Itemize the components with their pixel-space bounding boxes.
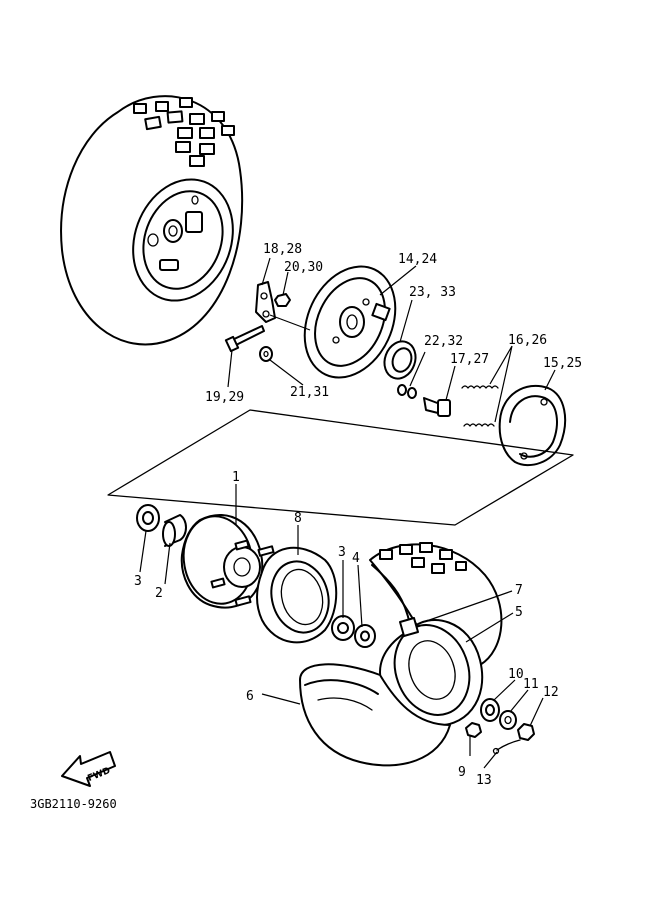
o-rings-and-camshaft	[397, 384, 451, 417]
seal-4	[354, 624, 376, 648]
callout-23-33: 23, 33	[409, 285, 456, 300]
callout-1: 1	[232, 470, 240, 485]
assembly-outline	[107, 409, 574, 526]
callout-3-left: 3	[134, 574, 142, 589]
callout-8: 8	[294, 511, 302, 526]
bearing-left	[136, 504, 160, 532]
brake-shoes	[498, 384, 567, 467]
callout-21-31: 21,31	[290, 385, 329, 400]
brake-cam-lever	[224, 281, 291, 362]
bearing-right	[331, 615, 355, 641]
hub-seal-ring	[256, 546, 338, 644]
callout-2: 2	[155, 586, 163, 601]
brake-springs	[461, 385, 499, 427]
bottom-tire-assembly	[299, 542, 503, 767]
callout-5: 5	[515, 605, 523, 620]
callout-19-29: 19,29	[205, 390, 244, 405]
bottom-tire-tread	[379, 542, 467, 574]
callout-4: 4	[352, 551, 360, 566]
diagram-code: 3GB2110-9260	[30, 797, 117, 811]
top-wheel-assembly	[60, 95, 244, 346]
callout-11: 11	[523, 677, 539, 692]
callout-7: 7	[515, 583, 523, 598]
callout-9: 9	[458, 765, 466, 780]
callout-12: 12	[543, 685, 559, 700]
callout-14-24: 14,24	[398, 252, 437, 267]
callout-18-28: 18,28	[263, 242, 302, 257]
callout-6: 6	[246, 689, 254, 704]
oil-seal	[383, 340, 417, 380]
callout-16-26: 16,26	[508, 333, 547, 348]
callout-3-right: 3	[338, 545, 346, 560]
spacer	[162, 514, 187, 547]
callout-13: 13	[476, 773, 492, 788]
callout-15-25: 15,25	[543, 356, 582, 371]
leader-lines	[139, 257, 556, 769]
callout-10: 10	[508, 667, 524, 682]
callout-labels: 1 2 3 3 4 5 6 7 8 9 10 11 12 13 14,24 15…	[134, 242, 582, 788]
callout-22-32: 22,32	[424, 334, 463, 349]
top-tire-tread	[133, 97, 235, 167]
brake-plate	[303, 265, 397, 379]
callout-17-27: 17,27	[450, 352, 489, 367]
forward-direction-arrow: FWD	[61, 751, 116, 787]
axle-hardware	[465, 698, 535, 755]
callout-20-30: 20,30	[284, 260, 323, 275]
